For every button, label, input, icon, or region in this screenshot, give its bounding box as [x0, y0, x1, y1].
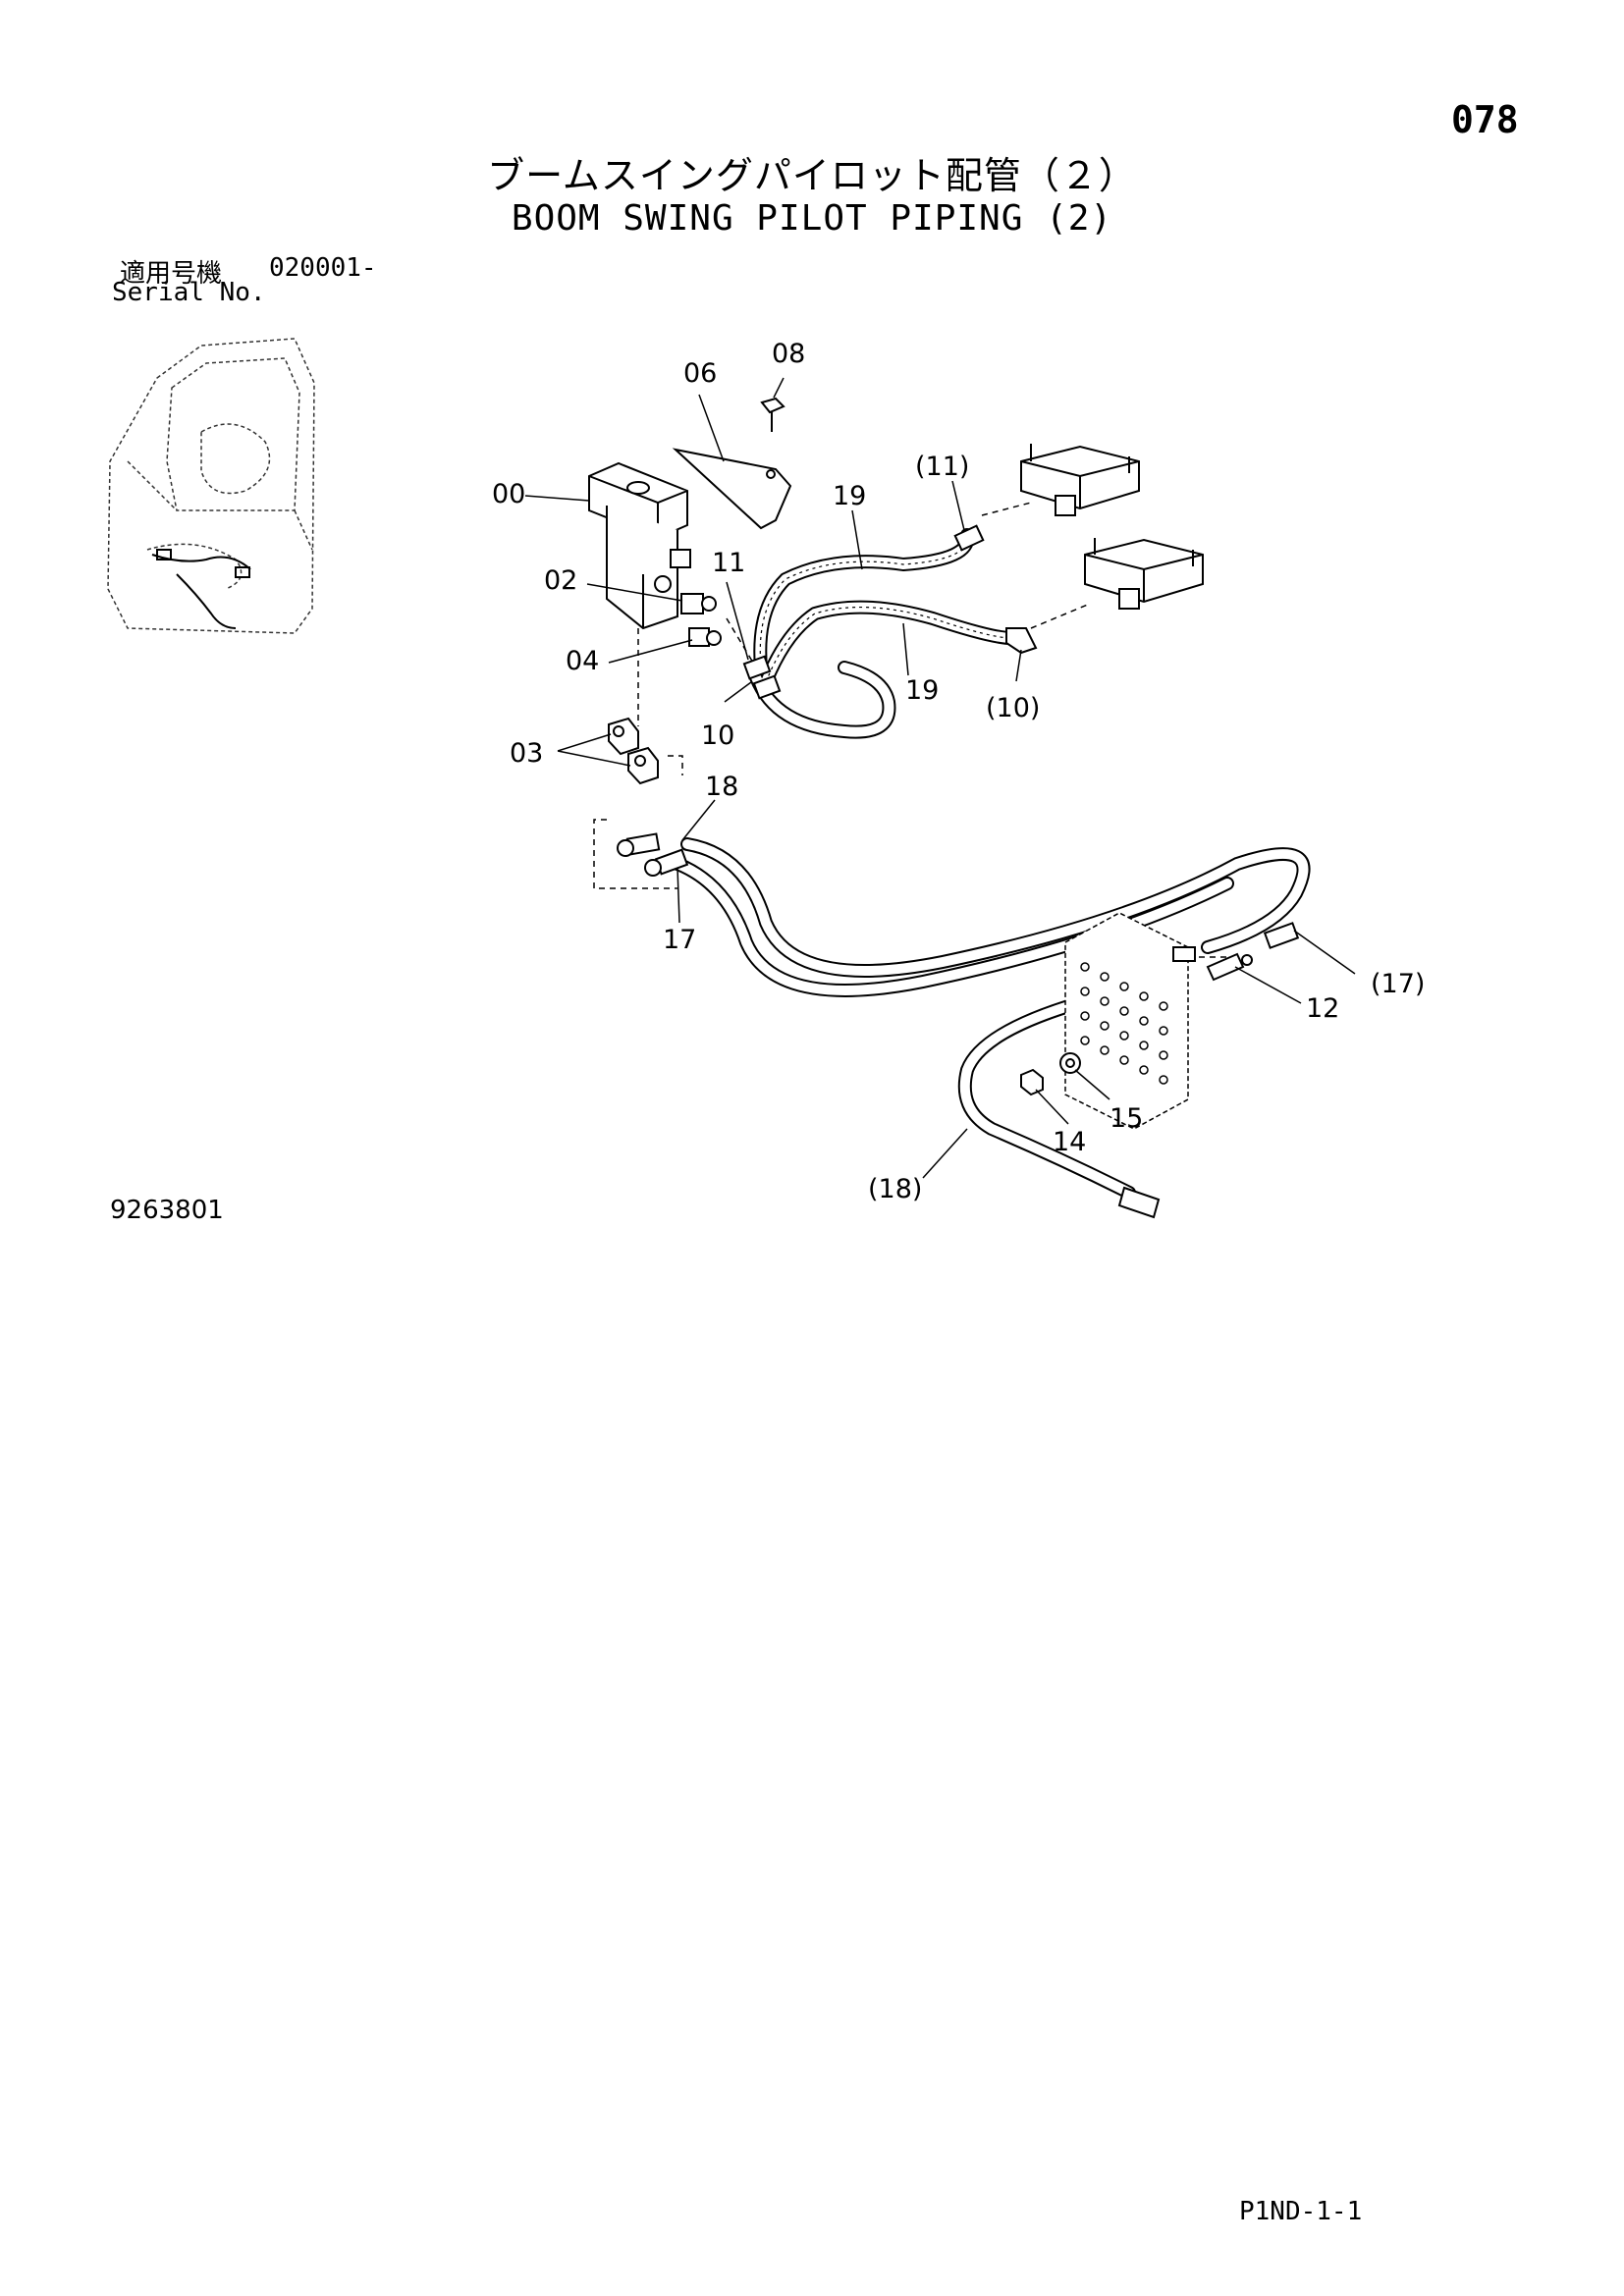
leader-lines: [524, 377, 1356, 1179]
bracket-upper: [1020, 444, 1140, 516]
bracket-lower: [1084, 538, 1204, 610]
part-06-plate: [672, 448, 792, 530]
part-12-adapter: [1206, 952, 1253, 982]
callout-15: 15: [1110, 1103, 1143, 1134]
plate-hole: [766, 469, 776, 479]
hose-19-braid: [759, 534, 1012, 683]
callout-17-paren: (17): [1371, 969, 1425, 999]
hose-17-18-fittings: [617, 832, 1300, 1219]
location-thumbnail: [107, 338, 315, 634]
callout-10-paren: (10): [986, 693, 1040, 723]
page-number: 078: [1451, 98, 1519, 141]
part-15-washer: [1059, 1052, 1081, 1074]
page-reference: P1ND-1-1: [1239, 2197, 1363, 2226]
callout-18-paren: (18): [868, 1174, 922, 1204]
callout-10: 10: [701, 721, 734, 751]
callout-12: 12: [1306, 993, 1339, 1024]
hose-fittings-10-11: [742, 524, 1038, 700]
drawing-number: 9263801: [110, 1196, 224, 1225]
callout-17: 17: [663, 925, 696, 955]
callout-03: 03: [510, 738, 543, 769]
part-14-nut: [1020, 1068, 1044, 1096]
callout-11-paren: (11): [915, 452, 969, 482]
callout-14: 14: [1053, 1127, 1086, 1157]
callout-04: 04: [566, 646, 599, 676]
serial-label-english: Serial No.: [112, 278, 266, 307]
callout-19-lower: 19: [905, 675, 939, 706]
callout-08: 08: [772, 339, 805, 369]
part-02-04-fittings: [680, 593, 722, 647]
callout-18: 18: [705, 772, 738, 802]
thumbnail-harness: [151, 549, 251, 629]
callout-00: 00: [492, 479, 525, 509]
callout-19-upper: 19: [833, 481, 866, 511]
callout-11: 11: [712, 548, 745, 578]
callout-02: 02: [544, 565, 577, 596]
hose-17-18-long-inner: [673, 839, 1309, 1198]
title-japanese: ブームスイングパイロット配管（２）: [487, 154, 1137, 197]
serial-value: 020001-: [269, 253, 377, 283]
serial-label-japanese: 適用号機: [120, 259, 223, 289]
title-english: BOOM SWING PILOT PIPING (2): [511, 198, 1113, 239]
part-08-bolt: [760, 397, 785, 432]
callout-06: 06: [683, 358, 717, 389]
bulkhead-plate: [1064, 912, 1196, 1130]
part-03-elbow-fittings: [608, 717, 659, 785]
part-00-valve-block: [588, 461, 691, 630]
